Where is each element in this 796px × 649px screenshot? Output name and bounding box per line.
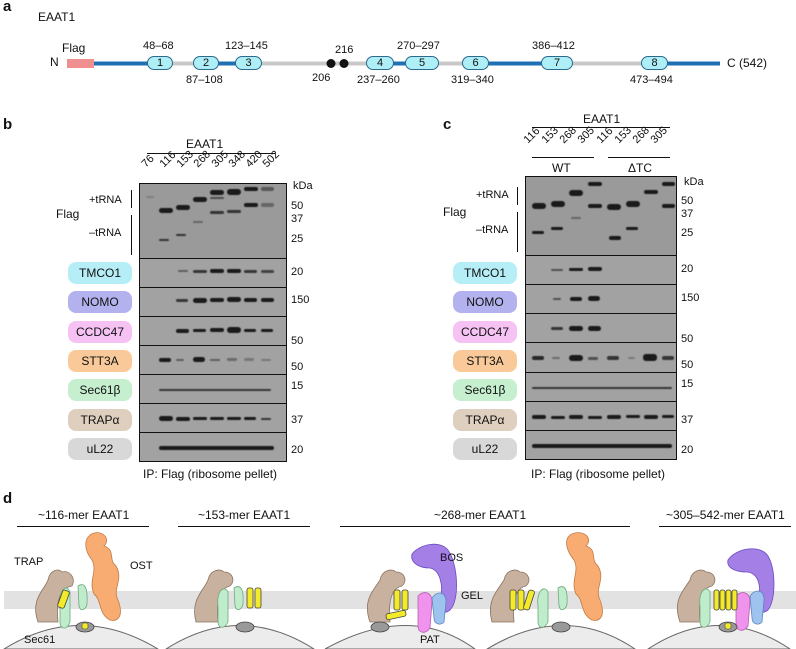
stage-title-268: ~268-mer EAAT1	[434, 508, 527, 522]
protein-label-ccdc47: CCDC47	[68, 321, 132, 343]
group-wt-label: WT	[552, 161, 571, 175]
blot-b-tmco1	[139, 258, 287, 288]
stage-title-153: ~153-mer EAAT1	[198, 508, 291, 522]
label-trap: TRAP	[14, 556, 44, 568]
blot-c-nomo	[525, 284, 677, 314]
blot-c-trapa	[525, 401, 677, 431]
label-ost: OST	[130, 560, 153, 572]
tm-range-3: 123–145	[225, 40, 268, 52]
label-gel: GEL	[461, 590, 484, 602]
group-dtc-label: ΔTC	[628, 161, 653, 175]
panel-b-flag-label: Flag	[56, 207, 80, 221]
protein-label-ccdc47: CCDC47	[453, 321, 517, 343]
panel-c-plus-trna: +tRNA	[476, 189, 509, 201]
stage-title-116: ~116-mer EAAT1	[38, 508, 130, 522]
panel-b-minus-trna: –tRNA	[89, 227, 122, 239]
protein-label-ul22: uL22	[68, 438, 132, 460]
panel-a-label: a	[3, 0, 12, 15]
stage-title-305-542: ~305–542-mer EAAT1	[666, 508, 785, 522]
blot-b-ccdc47	[139, 316, 287, 346]
glyco-site-206	[326, 59, 336, 68]
tm-range-8: 473–494	[630, 74, 673, 86]
tm-range-2: 87–108	[186, 74, 223, 86]
protein-label-stt3a: STT3A	[453, 350, 517, 372]
tm-segment-7: 7	[541, 56, 573, 70]
tm-segment-5: 5	[405, 56, 439, 70]
tm-segment-1: 1	[147, 56, 173, 70]
panel-b-label: b	[3, 116, 13, 133]
blot-b-sec61b	[139, 374, 287, 404]
tm-range-5: 270–297	[397, 40, 440, 52]
tm-segment-8: 8	[641, 56, 668, 70]
glyco-site-label-216: 216	[335, 44, 354, 56]
glyco-site-216	[339, 59, 349, 68]
blot-c-stt3a	[525, 342, 677, 373]
panel-a-title: EAAT1	[38, 10, 76, 24]
panel-c-flag-blot	[525, 176, 677, 256]
panel-c-footer: IP: Flag (ribosome pellet)	[531, 467, 666, 481]
panel-c-kda-label: kDa	[684, 176, 704, 188]
panel-c-label: c	[443, 116, 452, 133]
blot-c-tmco1	[525, 255, 677, 285]
panel-b-header: EAAT1	[186, 137, 224, 151]
eaat1-topology-diagram	[67, 59, 720, 68]
label-bos: BOS	[440, 552, 464, 564]
panel-b-footer: IP: Flag (ribosome pellet)	[143, 467, 278, 481]
glyco-site-label-206: 206	[312, 72, 331, 84]
panel-c-header: EAAT1	[583, 112, 621, 126]
protein-label-sec61b: Sec61β	[453, 379, 517, 401]
protein-label-tmco1: TMCO1	[68, 262, 132, 284]
translocon-schematic	[3, 532, 796, 649]
label-sec61: Sec61	[24, 634, 56, 646]
blot-b-trapa	[139, 403, 287, 433]
protein-label-stt3a: STT3A	[68, 350, 132, 372]
protein-label-sec61b: Sec61β	[68, 379, 132, 401]
protein-label-trapa: TRAPα	[453, 409, 517, 431]
tm-range-4: 237–260	[357, 74, 400, 86]
blot-b-ul22	[139, 432, 287, 462]
blot-c-sec61b	[525, 372, 677, 402]
panel-b-kda-label: kDa	[293, 180, 313, 192]
tm-range-6: 319–340	[451, 74, 494, 86]
protein-label-ul22: uL22	[453, 438, 517, 460]
blot-c-ul22	[525, 430, 677, 460]
c-terminus-label: C (542)	[727, 56, 768, 70]
n-terminus-label: N	[50, 55, 59, 69]
tm-range-1: 48–68	[143, 40, 174, 52]
tm-segment-3: 3	[235, 56, 262, 70]
tm-segment-2: 2	[193, 56, 219, 70]
panel-c-flag-label: Flag	[443, 205, 467, 219]
label-pat: PAT	[420, 634, 440, 646]
panel-b-plus-trna: +tRNA	[89, 194, 122, 206]
blot-b-nomo	[139, 287, 287, 317]
protein-label-nomo: NOMO	[68, 291, 132, 313]
panel-d-label: d	[3, 490, 13, 507]
panel-c-minus-trna: –tRNA	[476, 224, 509, 236]
tm-segment-4: 4	[366, 56, 394, 70]
protein-label-trapa: TRAPα	[68, 409, 132, 431]
protein-label-nomo: NOMO	[453, 291, 517, 313]
tm-range-7: 386–412	[532, 40, 575, 52]
panel-b-flag-blot	[139, 183, 287, 259]
protein-label-tmco1: TMCO1	[453, 262, 517, 284]
tm-segment-6: 6	[462, 56, 489, 70]
blot-b-stt3a	[139, 345, 287, 375]
blot-c-ccdc47	[525, 313, 677, 343]
flag-tag-label: Flag	[62, 41, 86, 55]
